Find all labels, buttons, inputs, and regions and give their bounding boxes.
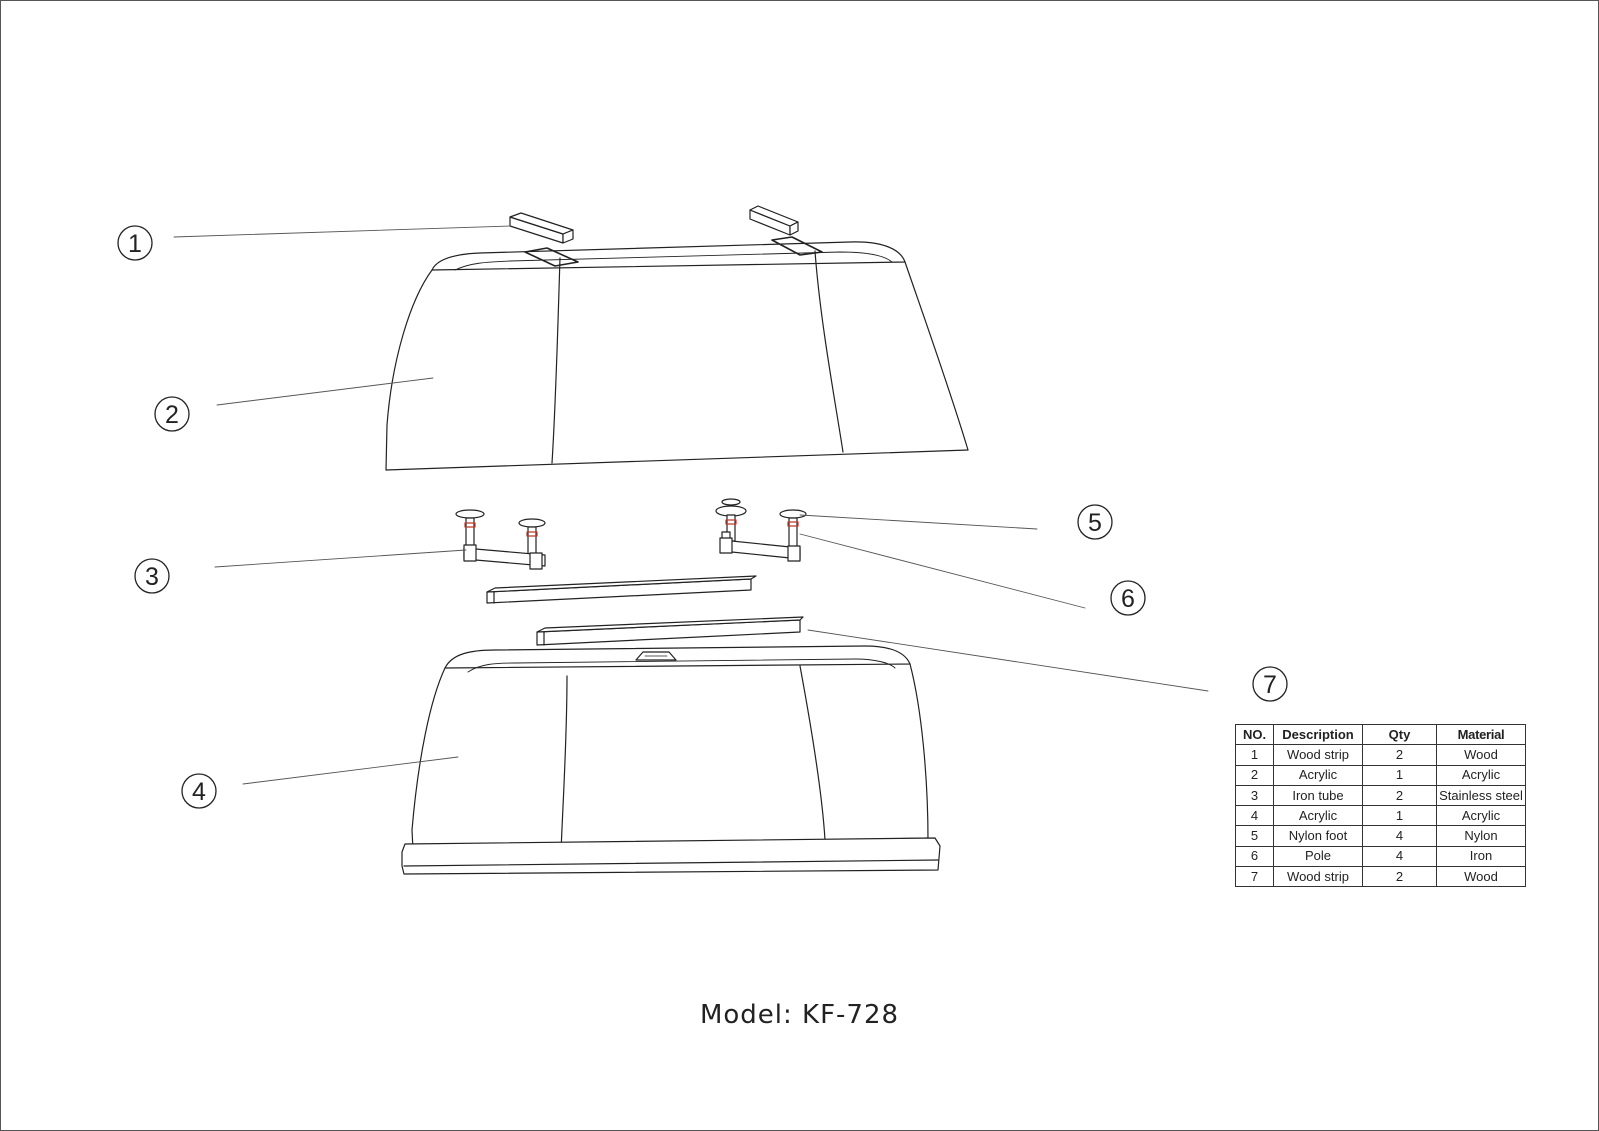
header-qty: Qty <box>1362 723 1437 746</box>
callout-7: 7 <box>1252 666 1288 702</box>
cell-qty: 2 <box>1362 784 1437 807</box>
callout-7-number: 7 <box>1263 671 1277 699</box>
cell-material: Iron <box>1436 845 1526 868</box>
leader-2 <box>216 377 434 406</box>
long-strip-upper <box>486 575 757 604</box>
part-7-wood-strips <box>486 575 804 646</box>
header-material: Material <box>1436 723 1526 746</box>
callout-1: 1 <box>117 225 153 261</box>
callout-2: 2 <box>154 396 190 432</box>
callout-3-number: 3 <box>145 563 159 591</box>
header-description: Description <box>1273 723 1363 746</box>
cell-qty: 4 <box>1362 845 1437 868</box>
callout-5: 5 <box>1077 504 1113 540</box>
callout-6-number: 6 <box>1121 585 1135 613</box>
cell-material: Wood <box>1436 744 1526 766</box>
wood-strip-right <box>749 205 799 236</box>
table-header-row: NO. Description Qty Material <box>1235 723 1526 746</box>
cell-material: Acrylic <box>1436 805 1526 827</box>
table-row: 2 Acrylic 1 Acrylic <box>1235 764 1526 786</box>
long-strip-lower <box>536 616 804 646</box>
cell-material: Stainless steel <box>1436 784 1526 807</box>
cell-qty: 4 <box>1362 825 1437 847</box>
table-row: 4 Acrylic 1 Acrylic <box>1235 805 1526 827</box>
table-row: 3 Iron tube 2 Stainless steel <box>1235 784 1526 807</box>
leader-lines <box>173 225 1209 785</box>
leader-5 <box>799 514 1038 530</box>
cell-no: 3 <box>1235 784 1274 807</box>
cell-no: 6 <box>1235 845 1274 868</box>
cell-qty: 2 <box>1362 744 1437 766</box>
cell-no: 2 <box>1235 764 1274 786</box>
cell-qty: 1 <box>1362 805 1437 827</box>
leader-4 <box>242 756 459 785</box>
callout-5-number: 5 <box>1088 509 1102 537</box>
cell-description: Pole <box>1273 845 1363 868</box>
cell-no: 7 <box>1235 866 1274 888</box>
callout-4: 4 <box>181 773 217 809</box>
callout-6: 6 <box>1110 580 1146 616</box>
cell-no: 5 <box>1235 825 1274 847</box>
cell-description: Acrylic <box>1273 805 1363 827</box>
cell-material: Acrylic <box>1436 764 1526 786</box>
part-5-6-right-frame <box>715 498 807 562</box>
table-row: 7 Wood strip 2 Wood <box>1235 866 1526 888</box>
wood-strip-left <box>509 212 574 244</box>
model-caption: Model: KF-728 <box>699 1000 900 1030</box>
cell-description: Wood strip <box>1273 744 1363 766</box>
cell-description: Acrylic <box>1273 764 1363 786</box>
cell-qty: 1 <box>1362 764 1437 786</box>
leader-1 <box>173 225 511 238</box>
header-no: NO. <box>1235 723 1274 746</box>
cell-description: Nylon foot <box>1273 825 1363 847</box>
cell-material: Nylon <box>1436 825 1526 847</box>
cell-no: 4 <box>1235 805 1274 827</box>
callout-4-number: 4 <box>192 778 206 806</box>
leader-7 <box>807 629 1209 692</box>
table-row: 6 Pole 4 Iron <box>1235 845 1526 868</box>
cell-description: Iron tube <box>1273 784 1363 807</box>
part-2-upper-shell <box>385 236 969 471</box>
cell-qty: 2 <box>1362 866 1437 888</box>
table-row: 1 Wood strip 2 Wood <box>1235 744 1526 766</box>
table-row: 5 Nylon foot 4 Nylon <box>1235 825 1526 847</box>
part-3-left-frame <box>455 509 546 570</box>
callout-1-number: 1 <box>128 230 142 258</box>
cell-no: 1 <box>1235 744 1274 766</box>
leader-3 <box>214 549 467 568</box>
callout-3: 3 <box>134 558 170 594</box>
parts-table: NO. Description Qty Material 1 Wood stri… <box>1235 723 1526 888</box>
callout-2-number: 2 <box>165 401 179 429</box>
part-1-wood-strips <box>509 205 799 244</box>
leader-6 <box>799 533 1086 609</box>
cell-material: Wood <box>1436 866 1526 888</box>
part-4-lower-base <box>401 645 941 875</box>
cell-description: Wood strip <box>1273 866 1363 888</box>
